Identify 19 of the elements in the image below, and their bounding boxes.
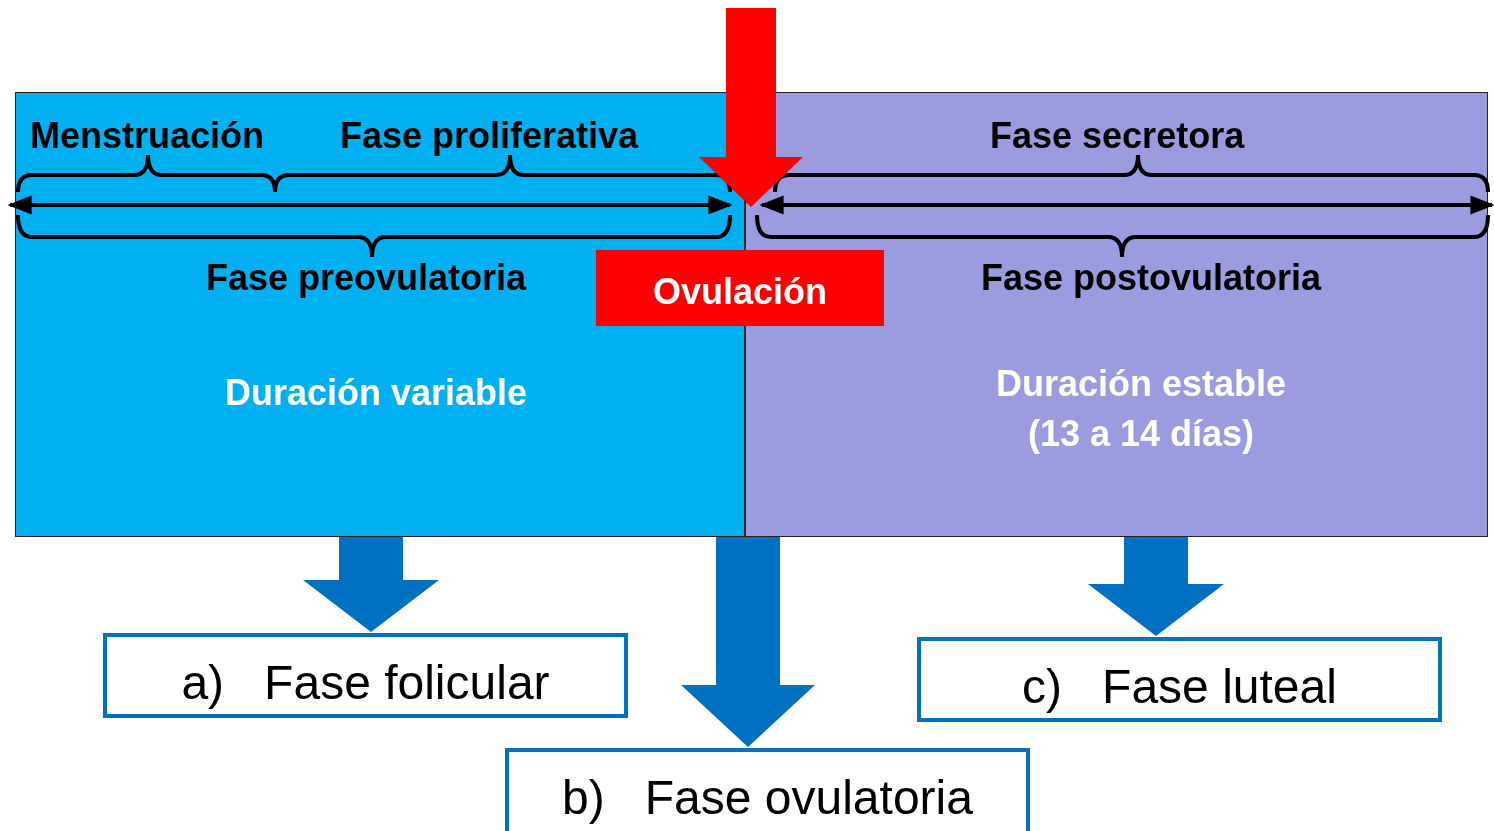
block-arrow [1088, 537, 1224, 636]
block-arrow [681, 537, 815, 747]
phase-label: Fase secretora [990, 115, 1245, 157]
phase-box [505, 748, 1030, 831]
node-text: Fase postovulatoria [979, 256, 1323, 300]
block-arrow [303, 537, 439, 632]
phase-label: Fase proliferativa [340, 115, 639, 157]
event-box [596, 250, 884, 326]
node-text: Duración variable [223, 371, 529, 415]
phase-label: Menstruación [30, 115, 265, 157]
node-text: b) Fase ovulatoria [561, 770, 974, 826]
phase-box [917, 637, 1442, 722]
phase-box [103, 633, 628, 718]
node-text: a) Fase folicular [180, 655, 551, 711]
node-text: Ovulación [651, 270, 828, 314]
node-text: Fase preovulatoria [204, 256, 528, 300]
node-text: c) Fase luteal [1021, 659, 1338, 715]
block-arrow [699, 8, 803, 207]
node-text: Duración estable (13 a 14 días) [994, 362, 1288, 457]
